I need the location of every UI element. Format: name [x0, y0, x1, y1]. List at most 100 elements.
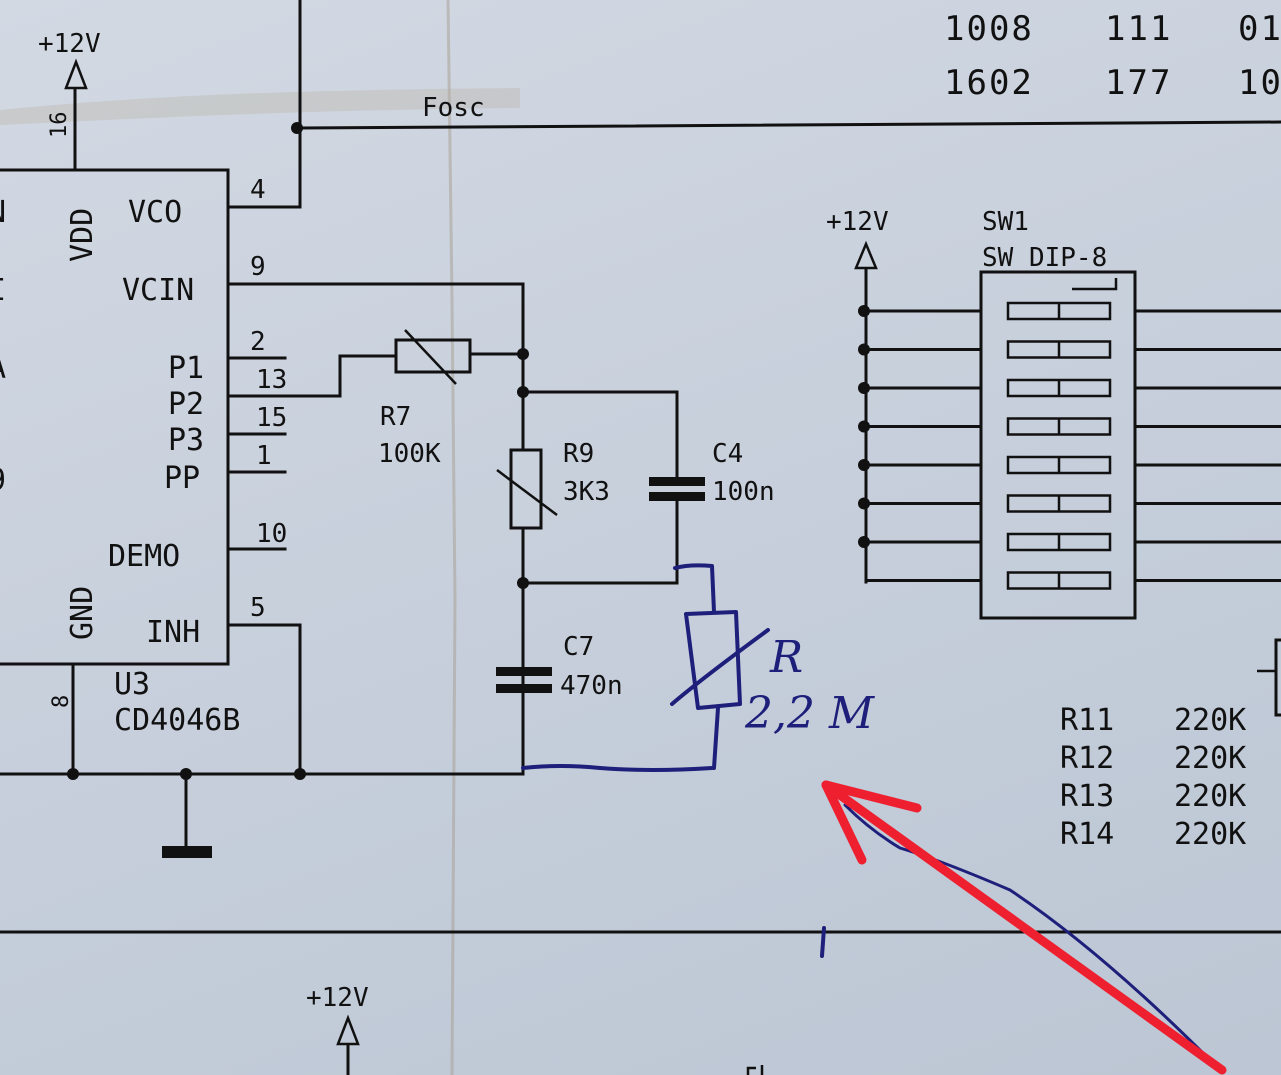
component-value: 100K — [378, 439, 441, 469]
variable-arrow-icon — [496, 469, 558, 516]
dip-switch-8 — [864, 571, 1281, 590]
switch-part: SW DIP-8 — [982, 243, 1107, 273]
junction-dot — [291, 122, 303, 134]
pin-name-vcin: VCIN — [122, 273, 194, 308]
dip-switch-7 — [858, 532, 1281, 552]
junction-dot — [67, 768, 79, 780]
component-ref: R7 — [380, 402, 411, 432]
pin-number: 4 — [250, 175, 266, 205]
u3-supply: +12V 16 — [38, 29, 101, 170]
c4-plate — [649, 492, 705, 501]
pin-number-vdd: 16 — [47, 112, 72, 139]
dip-switch-6 — [858, 494, 1281, 513]
power-label: +12V — [306, 983, 369, 1013]
junction-dot — [858, 305, 870, 317]
dip-switch-3 — [858, 378, 1281, 398]
pin-number: 5 — [250, 593, 266, 623]
ic-ref: U3 — [114, 667, 150, 702]
component-value: 100n — [712, 477, 775, 507]
resistor-list-ref: R13 — [1060, 779, 1114, 814]
paper-folds — [0, 0, 520, 1075]
variable-arrow-icon — [404, 329, 457, 385]
pin-number: 15 — [256, 403, 287, 433]
partial-component-right-edge — [1257, 638, 1281, 717]
u3-pins: 4 9 2 13 15 1 10 5 — [226, 175, 525, 776]
pin-name-p2: P2 — [168, 387, 204, 422]
pin-name-p1: P1 — [168, 351, 204, 386]
partial-pin-label: N — [0, 195, 6, 230]
component-ref: R9 — [563, 439, 594, 469]
power-arrow-icon — [64, 58, 88, 90]
pin-name-vdd: VDD — [65, 208, 100, 262]
switch-ref: SW1 — [982, 207, 1029, 237]
component-ref: C4 — [712, 439, 743, 469]
pin-name-vco: VCO — [128, 195, 182, 230]
pin1-mark-icon — [1072, 278, 1118, 291]
component-value: 3K3 — [563, 477, 610, 507]
resistor-list-ref: R12 — [1060, 741, 1114, 776]
table-cell: 1602 — [944, 63, 1034, 103]
pin-name-demo: DEMO — [108, 539, 180, 574]
power-arrow-icon — [336, 1014, 360, 1046]
partial-pin-label: 9 — [0, 463, 6, 498]
dip-switch-1 — [858, 301, 1281, 321]
fosc-net: Fosc — [291, 0, 1281, 209]
pin-number: 9 — [250, 252, 266, 282]
table-cell: 177 — [1105, 63, 1172, 103]
resistor-list-value: 220K — [1174, 779, 1246, 814]
power-arrow-icon — [854, 240, 878, 270]
resistor-list-value: 220K — [1174, 741, 1246, 776]
sw1-body — [979, 270, 1137, 620]
partial-glyph — [746, 1066, 756, 1075]
ground-symbol-icon — [162, 846, 212, 858]
dip-switch-4 — [858, 417, 1281, 436]
resistor-list-value: 220K — [1174, 703, 1246, 738]
c7-plate — [496, 684, 552, 693]
junction-dot — [858, 343, 870, 356]
resistor-list-value: 220K — [1174, 817, 1246, 852]
handwritten-resistor: R 2,2 M — [521, 563, 875, 772]
component-value: 470n — [560, 671, 623, 701]
pen-tick-mark — [820, 926, 826, 958]
junction-dot — [294, 768, 306, 780]
pin-number: 2 — [250, 327, 266, 357]
r9-body — [509, 448, 543, 530]
handwritten-value: 2,2 M — [744, 688, 875, 739]
resistor-list-ref: R11 — [1060, 703, 1114, 738]
c7-plate — [496, 667, 552, 676]
resistor-list-ref: R14 — [1060, 817, 1114, 852]
partial-pin-label: A — [0, 351, 6, 386]
junction-dot — [858, 382, 870, 394]
table-cell: 1008 — [944, 9, 1034, 49]
c4-plate — [649, 477, 705, 486]
power-label: +12V — [38, 29, 101, 59]
resistor-list: R11 220K R12 220K R13 220K R14 220K — [1060, 703, 1246, 852]
dip-rows — [858, 301, 1281, 590]
net-label-fosc: Fosc — [422, 93, 485, 123]
component-ref: C7 — [563, 632, 594, 662]
pin-number: 10 — [256, 519, 287, 549]
dip-switch-5 — [858, 455, 1281, 475]
u3-ic: VDD GND VCO VCIN P1 P2 P3 PP DEMO INH N … — [0, 168, 240, 738]
junction-dot — [858, 420, 870, 433]
junction-dot — [858, 459, 870, 471]
pin-name-pp: PP — [164, 461, 200, 496]
pin-number-gnd: 8 — [49, 695, 74, 708]
rc-network: R9 3K3 C4 100n C7 470n — [496, 352, 775, 776]
sw1-supply: +12V — [826, 207, 889, 584]
ground-rail: 8 — [0, 662, 525, 858]
dip-switch-2 — [858, 340, 1281, 359]
top-value-table: 1008 111 01 1602 177 10 — [944, 9, 1281, 103]
power-label: +12V — [826, 207, 889, 237]
junction-dot — [858, 497, 870, 510]
table-cell: 111 — [1105, 9, 1172, 49]
handwritten-ref: R — [769, 632, 803, 683]
annotation-arrow — [821, 780, 1227, 1075]
sw1-dip-switch: SW1 SW DIP-8 1 — [858, 207, 1281, 620]
table-cell: 01 — [1238, 9, 1281, 49]
junction-dot — [858, 536, 870, 548]
pin-number: 13 — [256, 365, 287, 395]
pin-name-p3: P3 — [168, 423, 204, 458]
pin-name-inh: INH — [146, 615, 200, 650]
